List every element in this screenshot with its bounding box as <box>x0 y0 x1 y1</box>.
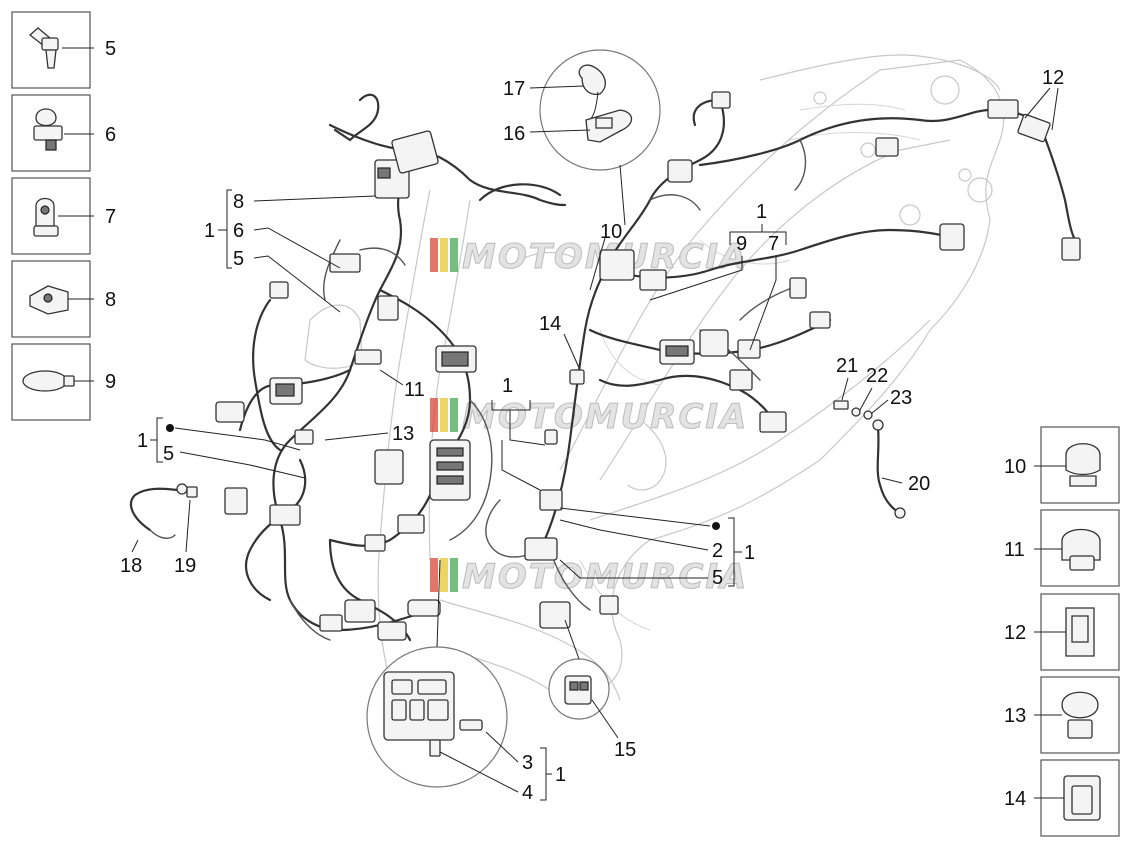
legend-label-6: 6 <box>105 124 116 146</box>
callout-5: 5 <box>163 443 174 465</box>
callout-5: 5 <box>712 567 723 589</box>
callout-3: 3 <box>522 752 533 774</box>
bracket-holder-icon <box>1063 775 1101 821</box>
callout-11: 11 <box>404 379 425 401</box>
battery-lead-right <box>833 400 906 519</box>
legend-label-8: 8 <box>105 289 116 311</box>
callout-8: 8 <box>233 191 244 213</box>
callout-6: 6 <box>233 220 244 242</box>
callout-16: 16 <box>503 123 525 145</box>
watermark-text: MOTOMURCIA <box>462 557 748 597</box>
connector-holder-icon <box>29 285 69 315</box>
dot-marker <box>712 522 720 530</box>
legend-right: 10 11 12 13 14 <box>1004 426 1120 837</box>
cable-clamp-icon <box>1061 528 1101 571</box>
callout-18: 18 <box>120 555 142 577</box>
detail-circle-fusebox <box>366 646 508 788</box>
loop-clamp-icon <box>1061 691 1099 739</box>
watermark-bottom: MOTOMURCIA <box>430 557 748 598</box>
front-harness <box>215 93 567 642</box>
callouts: 1 8 6 5 1 5 11 13 1 18 19 17 16 10 <box>120 67 1064 804</box>
callout-1: 1 <box>744 542 755 564</box>
legend-label-11: 11 <box>1004 539 1025 561</box>
spring-clip-icon <box>1065 443 1101 487</box>
callout-10: 10 <box>600 221 622 243</box>
callout-19: 19 <box>174 555 196 577</box>
clamp-icon <box>33 108 63 151</box>
clip-icon <box>28 27 59 69</box>
legend-label-7: 7 <box>105 206 116 228</box>
legend-label-9: 9 <box>105 371 116 393</box>
callout-14: 14 <box>539 313 561 335</box>
callout-7: 7 <box>768 233 779 255</box>
callout-9: 9 <box>736 233 747 255</box>
watermark-top: MOTOMURCIA <box>430 237 747 278</box>
bracket-clip-icon <box>33 197 59 237</box>
legend-label-10: 10 <box>1004 456 1026 478</box>
callout-4: 4 <box>522 782 533 804</box>
callout-13: 13 <box>392 423 414 445</box>
legend-label-5: 5 <box>105 38 116 60</box>
callout-5: 5 <box>233 248 244 270</box>
callout-23: 23 <box>890 387 912 409</box>
callout-1: 1 <box>204 220 215 242</box>
callout-15: 15 <box>614 739 636 761</box>
legend-left: 5 6 7 8 9 <box>11 11 116 421</box>
callout-2: 2 <box>712 540 723 562</box>
cable-tie-icon <box>22 370 75 392</box>
dot-marker <box>166 424 174 432</box>
callout-22: 22 <box>866 365 888 387</box>
detail-circle-holder <box>548 658 610 720</box>
callout-1: 1 <box>502 375 513 397</box>
callout-1: 1 <box>555 764 566 786</box>
watermark-text: MOTOMURCIA <box>462 397 748 437</box>
legend-label-12: 12 <box>1004 622 1026 644</box>
callout-17: 17 <box>503 78 525 100</box>
rear-harness <box>485 91 1081 629</box>
battery-lead-left <box>129 483 198 539</box>
callout-21: 21 <box>836 355 858 377</box>
callout-20: 20 <box>908 473 930 495</box>
plate-clip-icon <box>1065 607 1095 657</box>
detail-circle-clips <box>539 49 661 171</box>
watermark-middle: MOTOMURCIA <box>430 397 748 438</box>
legend-box-11 <box>1040 509 1120 587</box>
legend-label-13: 13 <box>1004 705 1026 727</box>
callout-1: 1 <box>756 201 767 223</box>
callout-12: 12 <box>1042 67 1064 89</box>
legend-label-14: 14 <box>1004 788 1026 810</box>
callout-1: 1 <box>137 430 148 452</box>
